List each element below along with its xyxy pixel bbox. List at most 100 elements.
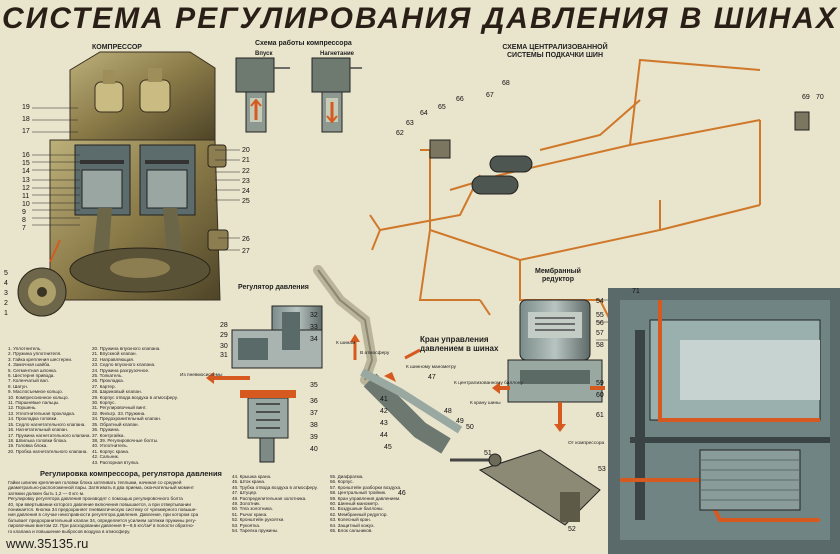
note-to-gauge: К шинному манометру [406,365,457,370]
part-number: 70 [816,94,824,101]
leader-lines [32,107,608,341]
legend-item: 30. Корпус. [92,400,116,406]
part-number: 18 [22,116,30,123]
legend-column-4: 55. Диафрагма.56. Корпус.57. Кронштейн р… [330,474,401,533]
membrane-label-2: редуктор [542,276,574,283]
legend-item: 56. Корпус. [330,479,354,485]
valve-label-1: Кран управления [420,335,489,344]
legend-item: 64. Защитный кожух. [330,522,375,528]
part-number: 67 [486,92,494,99]
part-number: 25 [242,198,250,205]
part-number: 48 [444,408,452,415]
legend-item: батывает предохранительный клапан 34, оп… [8,517,197,523]
legend-item: 57. Кронштейн разборки воздуха. [330,484,402,490]
legend-item: 25. Толкатель. [92,373,123,379]
part-number: 22 [242,168,250,175]
discharge-label: Нагнетание [320,51,354,57]
legend-column-1: 1. Уплотнитель.2. Пружина уплотнителя.3.… [8,346,91,454]
part-number: 64 [420,110,428,117]
part-number: 63 [406,120,414,127]
legend-item: 11. Поршневые пальцы. [8,400,60,406]
part-number: 57 [596,330,604,337]
part-number: 30 [220,343,228,350]
legend-item: 36. Пружина. [92,427,120,433]
part-number: 12 [22,185,30,192]
part-number: 17 [22,128,30,135]
legend-item: 65. Блок сальников. [330,528,373,534]
legend-item: 34. Предохранительный клапан. [92,416,162,422]
part-number: 39 [310,434,318,441]
legend-item: 23. Седло впускного клапана. [92,362,156,368]
membrane-label-1: Мембранный [535,268,581,275]
legend-item: 32. Фильтр. 33. Пружина. [92,410,146,416]
part-number: 7 [22,225,26,232]
part-number: 56 [596,320,604,327]
legend-column-3: 44. Крышка крана.45. Шток крана.46. Труб… [232,474,318,533]
part-number: 23 [242,178,250,185]
legend-item: 29. Корпус отвода воздуха в атмосферу. [92,394,178,400]
legend-item: 58. Центральный тройник. [330,490,387,496]
legend-item: 8. Шатун. [8,383,29,389]
valve-label-2: давлением в шинах [420,344,499,353]
legend-item: 18. Шпилька головки блока. [8,437,68,443]
part-number: 62 [396,130,404,137]
legend-item: 4. Замочная шайба. [8,362,51,368]
legend-item: 38, 39. Регулировочные болты. [92,437,159,443]
part-number: 43 [380,420,388,427]
poster-title: СИСТЕМА РЕГУЛИРОВАНИЯ ДАВЛЕНИЯ В ШИНАХ [2,2,838,35]
part-number: 52 [568,526,576,533]
part-number: 45 [384,444,392,451]
legend-item: 40. Уплотнитель. [92,443,129,449]
legend-item: лировочным винтом 22. При расходовании д… [8,523,195,529]
legend-item: 40, при ввертывании которого давление вк… [8,501,191,507]
part-number: 54 [596,298,604,305]
legend-item: 55. Диафрагма. [330,474,364,479]
compressor-label: КОМПРЕССОР [92,44,142,51]
legend-item: диаметрально-расположенной пары. Затягив… [8,485,194,491]
membrane-reducer-illustration [492,299,605,432]
part-number: 53 [598,466,606,473]
part-number: 1 [4,310,8,317]
legend-item: 24. Пружина разгрузочное. [92,367,150,373]
part-number: 14 [22,168,30,175]
part-number: 27 [242,248,250,255]
legend-item: 52. Кронштейн рукоятки. [232,517,285,523]
adjust-heading: Регулировка компрессора, регулятора давл… [40,469,222,478]
part-number: 68 [502,80,510,87]
legend-item: 47. Штуцер. [232,490,258,496]
part-number: 28 [220,322,228,329]
part-number: 8 [22,217,26,224]
part-number: 61 [596,412,604,419]
legend-item: 2. Пружина уплотнителя. [8,351,62,357]
part-number: 26 [242,236,250,243]
part-number: 13 [22,177,30,184]
part-number: 69 [802,94,810,101]
control-valve-illustration [313,265,601,526]
regulator-label: Регулятор давления [238,284,309,291]
part-number: 65 [438,104,446,111]
legend-item: 15. Седло нагнетательного клапана. [8,421,86,427]
website-url[interactable]: www.35135.ru [6,536,89,551]
part-number: 49 [456,418,464,425]
legend-item: 9. Маслосъемное кольцо. [8,389,63,395]
part-number: 3 [4,290,8,297]
legend-item: затяжки должен быть 1,2 — 0 кгс·м. [8,490,85,496]
wheel-hub-illustration [608,288,840,554]
part-number: 60 [596,392,604,399]
legend-item: 35. Обратный клапан. [92,421,139,427]
pressure-regulator-illustration [206,305,323,463]
part-number: 37 [310,410,318,417]
legend-item: 6. Шестерня привода. [8,373,55,379]
note-from-pneumo: Из пневмосистемы [180,373,223,378]
legend-item: 54. Тарелка пружины. [232,528,279,534]
part-number: 44 [380,432,388,439]
part-number: 58 [596,342,604,349]
legend-item: 5. Сегментная шпонка. [8,367,58,373]
legend-item: 3. Гайка крепления шестерни. [8,356,73,362]
part-number: 41 [380,396,388,403]
legend-item: 1. Уплотнитель. [8,346,42,351]
part-number: 55 [596,312,604,319]
legend-item: 17. Пружина нагнетательного клапана. [8,432,91,438]
legend-item: 42. Сальник. [92,454,120,460]
part-number: 19 [22,104,30,111]
